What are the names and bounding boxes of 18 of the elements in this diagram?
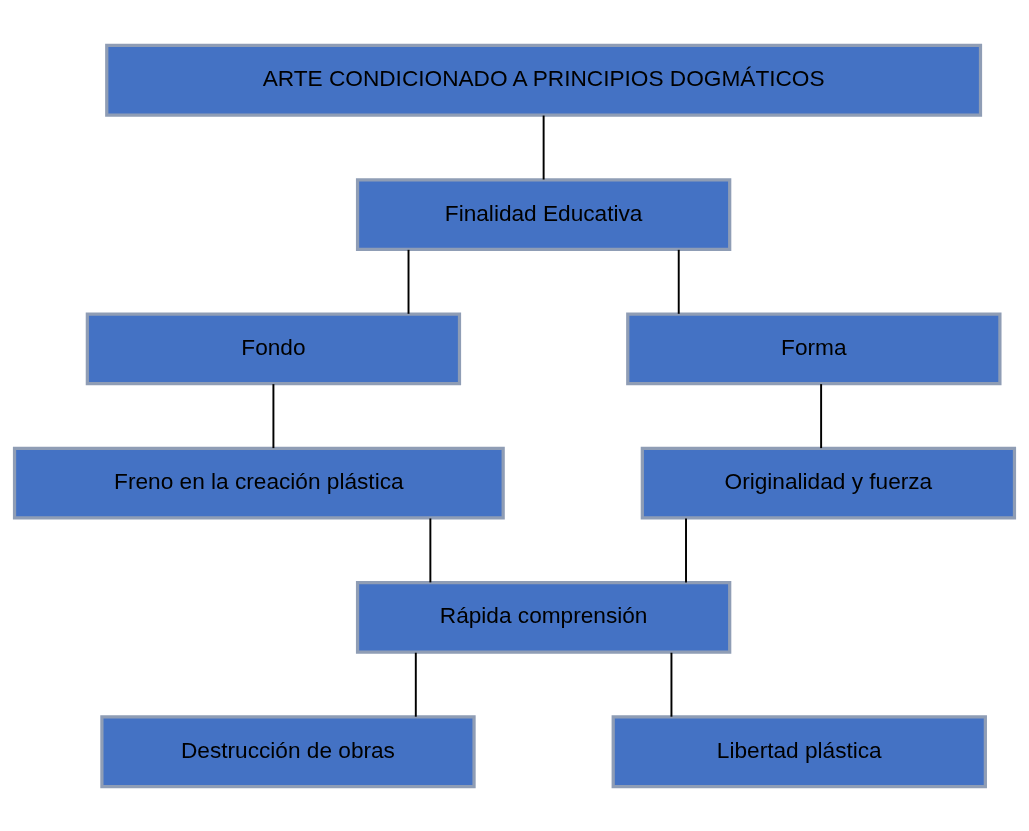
connector <box>685 516 687 583</box>
node-box: Finalidad Educativa <box>355 177 732 251</box>
connector <box>414 651 417 718</box>
connector <box>677 248 680 315</box>
node-box: Rápida comprensión <box>355 580 732 654</box>
node-box: Libertad plástica <box>611 714 987 788</box>
node-box: Destrucción de obras <box>100 714 476 788</box>
node-box: Freno en la creación plástica <box>12 446 505 520</box>
connector <box>272 382 275 449</box>
connector <box>670 651 673 718</box>
connector <box>542 114 545 180</box>
connector <box>429 516 432 583</box>
node-box: Forma <box>626 311 1002 385</box>
node-box: Fondo <box>85 311 462 385</box>
node-box: Originalidad y fuerza <box>640 446 1017 520</box>
connector <box>407 248 410 315</box>
connector <box>820 382 823 449</box>
node-box: ARTE CONDICIONADO A PRINCIPIOS DOGMÁTICOS <box>105 43 983 117</box>
